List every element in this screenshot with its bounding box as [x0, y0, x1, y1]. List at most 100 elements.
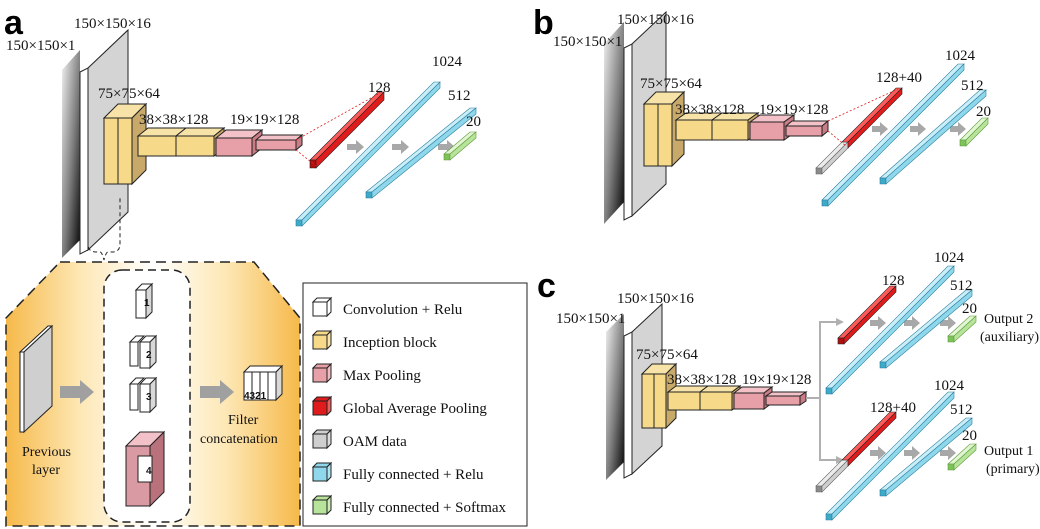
previous-layer-slab [18, 324, 54, 434]
branch-number: 3 [146, 392, 152, 403]
split-connector-upper [806, 321, 840, 399]
output-2-label: (auxiliary) [980, 330, 1039, 345]
previous-layer-label: Previous [22, 445, 71, 460]
conv-dim-label: 150×150×16 [617, 291, 694, 307]
arrow-icon [836, 318, 844, 326]
arrow-icon [836, 456, 844, 464]
fully-connected-512-bar [879, 89, 987, 185]
previous-layer-label: layer [32, 463, 60, 478]
fc1-dim-label: 1024 [432, 54, 463, 70]
inception-dim-label: 75×75×64 [636, 347, 698, 363]
fully-connected-1024-bar [821, 63, 965, 207]
arrow-icon [870, 446, 886, 460]
panel-a: 150×150×1 150×150×16 75×75×64 38×38×128 … [6, 16, 481, 261]
inset-brace [87, 196, 121, 261]
output-1-label: (primary) [986, 462, 1040, 477]
legend-item: OAM data [311, 428, 407, 450]
global-average-pooling-bar [309, 91, 385, 169]
arrow-icon [870, 316, 886, 330]
inception-block-38 [666, 385, 742, 411]
legend-item: Convolution + Relu [311, 296, 463, 318]
branch-1-block: 1 [134, 282, 154, 320]
legend-label: Fully connected + Relu [343, 467, 484, 483]
legend-swatch-side [326, 296, 332, 318]
concat-numbers: 4321 [244, 391, 267, 402]
output-2-label: Output 2 [984, 312, 1033, 327]
panel-b: 150×150×1 150×150×16 75×75×64 38×38×128 … [553, 10, 991, 224]
inception-block-38 [674, 112, 760, 141]
legend-label: OAM data [343, 434, 407, 450]
fully-connected-1024-bar [295, 81, 441, 227]
arrow-icon [910, 122, 926, 136]
gap-dim-label: 128 [882, 273, 905, 289]
input-dim-label: 150×150×1 [556, 311, 625, 327]
pool-dim-label: 19×19×128 [759, 102, 828, 118]
legend-item: Max Pooling [311, 362, 421, 384]
inception-detail-inset: Previous layer 1 2 3 [5, 261, 301, 527]
arrow-icon [940, 446, 956, 460]
legend-swatch [312, 499, 328, 515]
out-dim-label: 20 [466, 114, 481, 130]
conv-layer-face [623, 43, 633, 221]
filter-concatenation-stack: 4321 [242, 364, 284, 402]
pooled-feature-block [254, 133, 304, 152]
arrow-icon [904, 316, 920, 330]
legend-box [302, 282, 528, 527]
filter-concatenation-label: Filter [228, 413, 259, 428]
legend-swatch-side [326, 428, 332, 450]
legend-swatch-side [326, 362, 332, 384]
split-connector-lower [819, 398, 840, 461]
branch-number: 4 [146, 466, 152, 477]
input-image-slab [62, 50, 80, 258]
fc2-dim-label: 512 [961, 78, 984, 94]
gap-oam-dim-label: 128+40 [870, 400, 916, 416]
arrow-icon [347, 140, 364, 154]
arrow-icon [940, 316, 956, 330]
legend-item: Global Average Pooling [311, 395, 487, 417]
gap-dim-label: 128 [368, 80, 391, 96]
legend-swatch-side [326, 461, 332, 483]
branch-number: 1 [144, 298, 150, 309]
softmax-output-bar [443, 131, 477, 161]
legend-swatch [312, 367, 328, 383]
softmax-output-bar [959, 117, 989, 147]
auxiliary-branch: 128 1024 512 20 Output 2 (auxiliary) [825, 250, 1039, 395]
fc1-dim-label: 1024 [934, 378, 965, 394]
input-dim-label: 150×150×1 [553, 34, 622, 50]
conv-dim-label: 150×150×16 [74, 16, 151, 32]
panel-label-c: c [537, 267, 556, 305]
gap-projection-line [295, 92, 381, 141]
conv-layer-face [623, 331, 633, 479]
input-image-slab [604, 22, 624, 224]
inception2-dim-label: 38×38×128 [675, 102, 744, 118]
legend-label: Inception block [343, 335, 437, 351]
out-dim-label: 20 [962, 301, 977, 317]
conv-dim-label: 150×150×16 [617, 12, 694, 28]
branch-number: 2 [146, 350, 152, 361]
inception-dim-label: 75×75×64 [640, 76, 702, 92]
arrow-icon [200, 380, 234, 404]
legend-swatch [312, 400, 328, 416]
fc2-dim-label: 512 [448, 88, 471, 104]
legend-swatch-side [326, 494, 332, 516]
inception2-dim-label: 38×38×128 [139, 112, 208, 128]
legend-item: Inception block [311, 329, 437, 351]
panel-label-a: a [4, 4, 24, 42]
legend-swatch-side [326, 329, 332, 351]
arrow-icon [392, 140, 409, 154]
legend-swatch [312, 301, 328, 317]
inception-dim-label: 75×75×64 [98, 86, 160, 102]
fc1-dim-label: 1024 [945, 48, 976, 64]
fc1-dim-label: 1024 [934, 250, 965, 266]
branch-4-block: 4 [124, 430, 166, 508]
pool-dim-label: 19×19×128 [230, 112, 299, 128]
gap-oam-dim-label: 128+40 [876, 70, 922, 86]
fc2-dim-label: 512 [950, 402, 973, 418]
inception2-dim-label: 38×38×128 [667, 372, 736, 388]
legend-swatch [312, 433, 328, 449]
arrow-icon [60, 380, 94, 404]
output-1-label: Output 1 [984, 444, 1033, 459]
input-dim-label: 150×150×1 [6, 38, 75, 54]
conv-layer-face [79, 67, 89, 255]
legend-label: Max Pooling [343, 368, 421, 384]
